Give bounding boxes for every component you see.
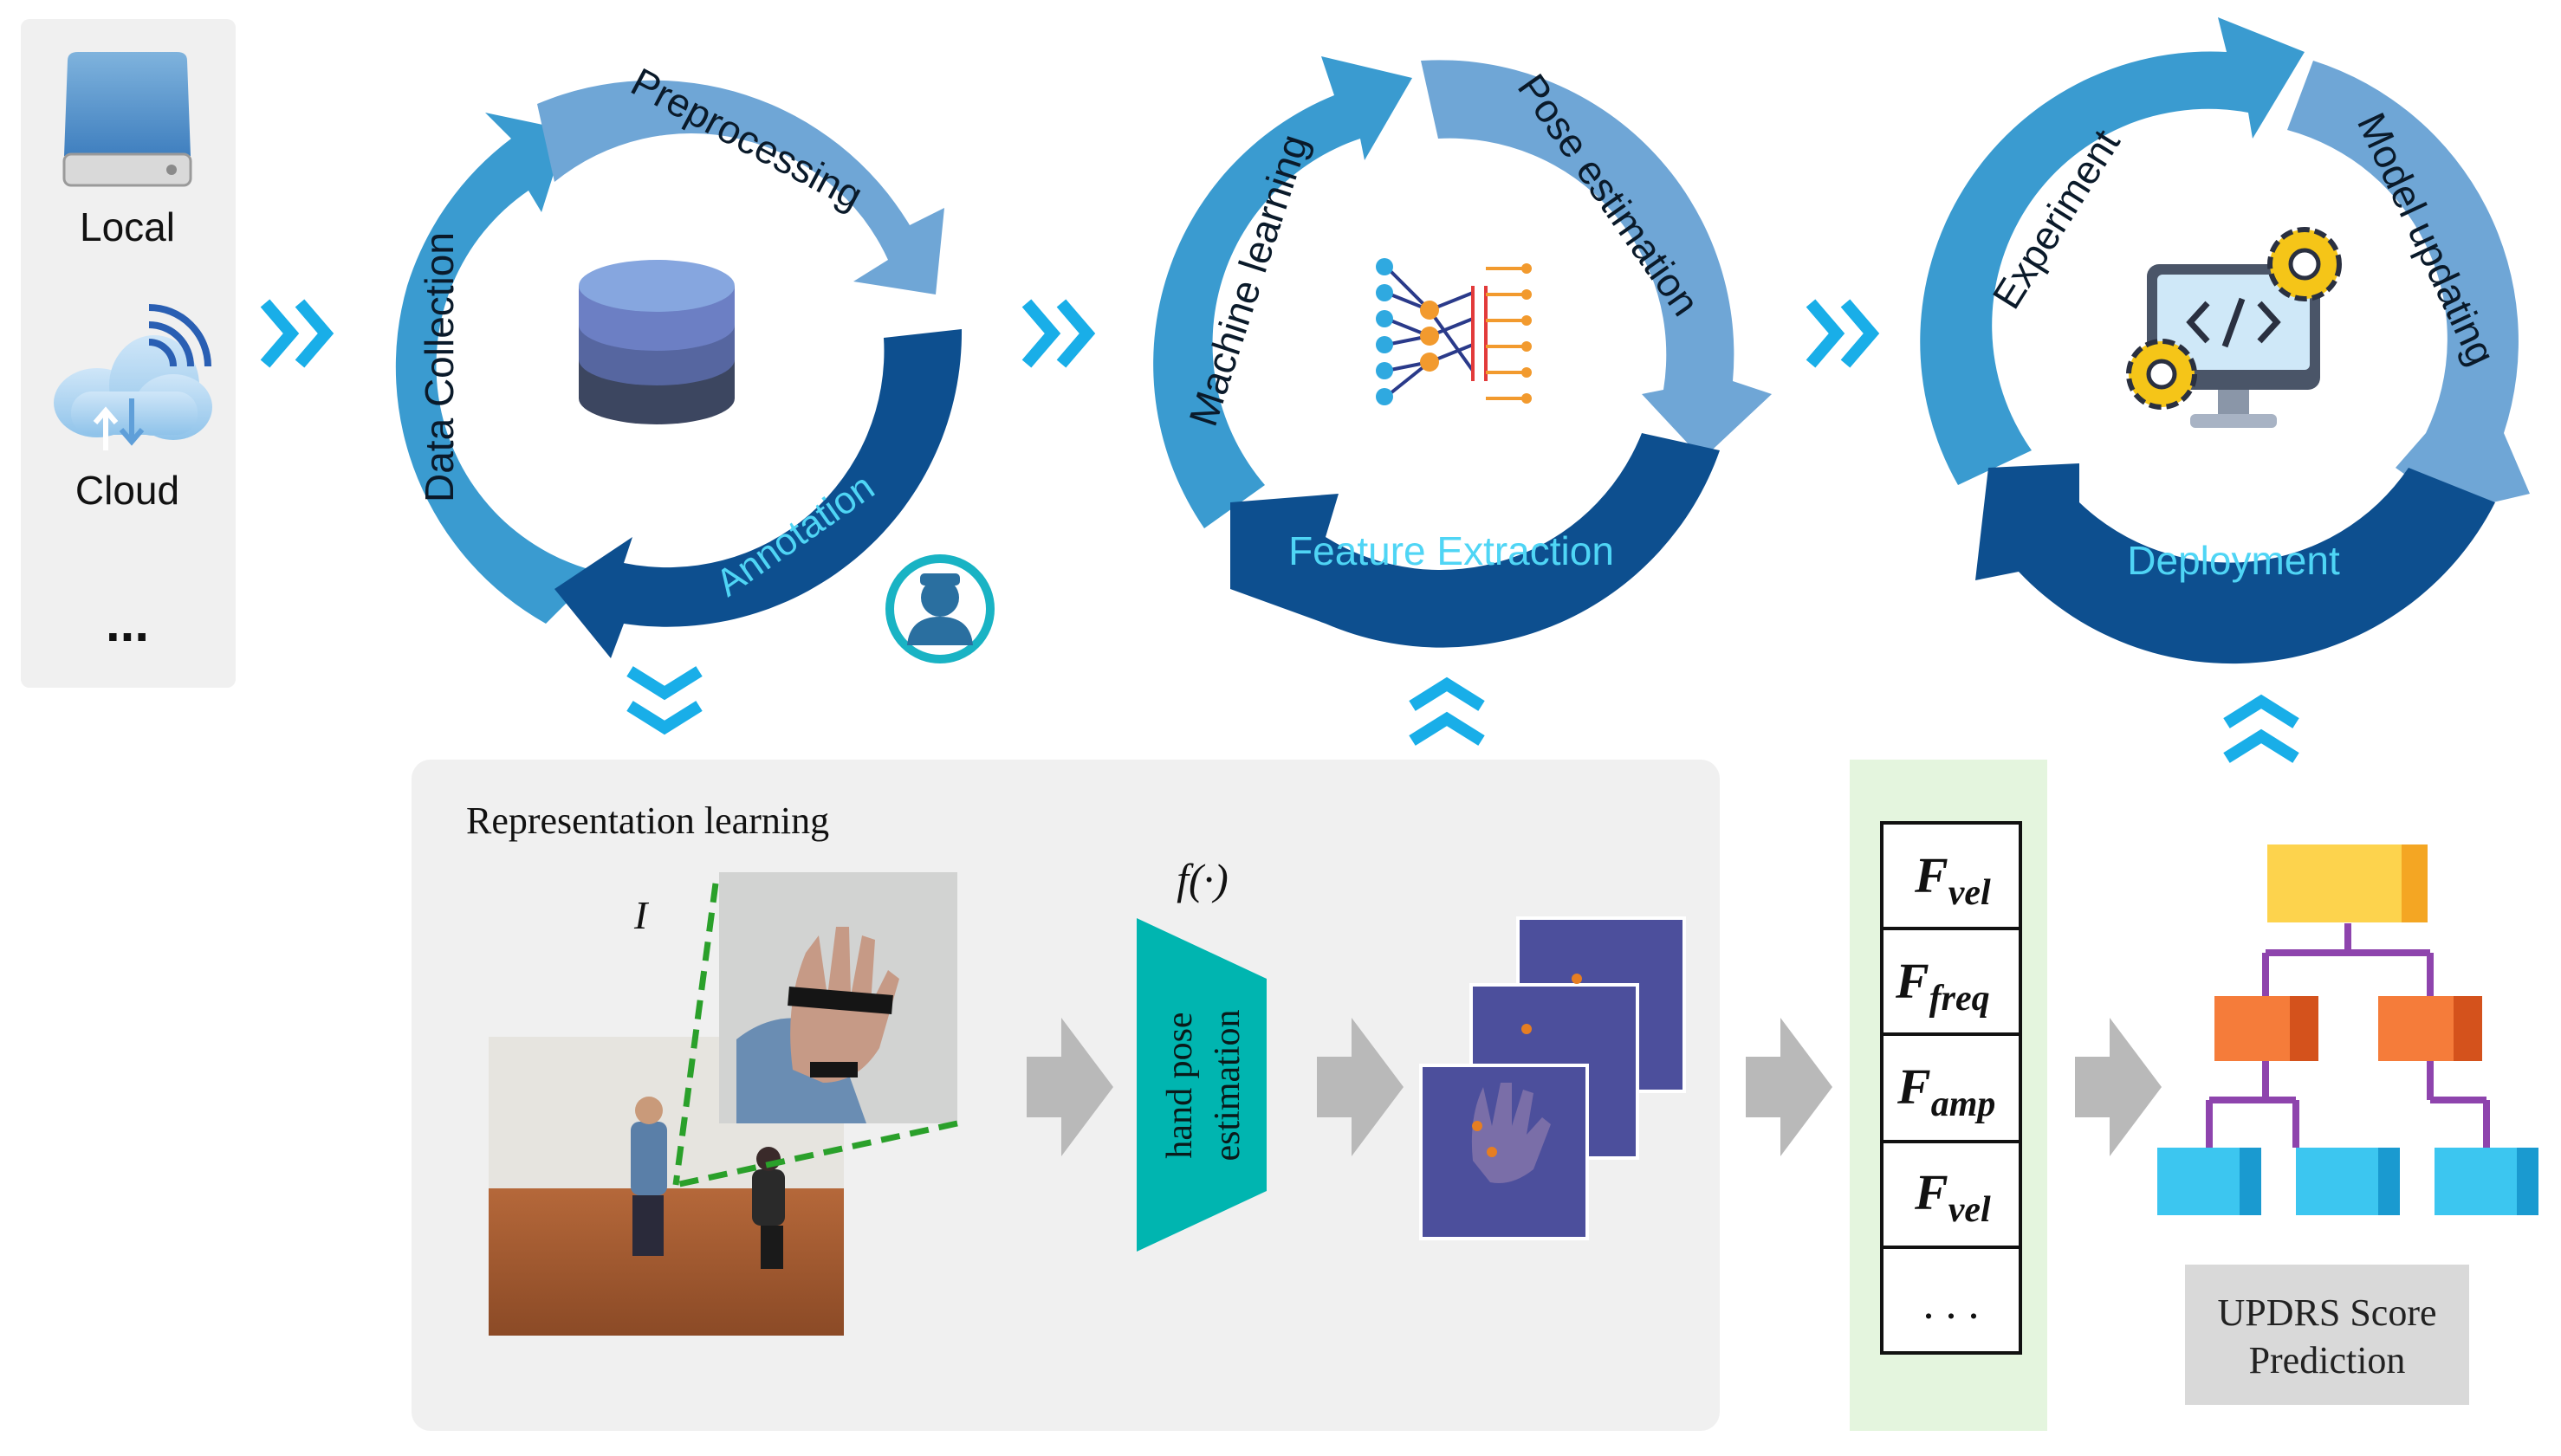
feature-item: Fvel: [1914, 847, 1991, 913]
hard-drive-icon: [62, 52, 192, 187]
feature-extraction-arc: [1230, 433, 1720, 648]
more-sources-ellipsis: ...: [106, 594, 149, 652]
representation-title: Representation learning: [466, 799, 829, 842]
gear-icon: [2267, 227, 2342, 301]
cycle-segment-feature-extraction: Feature Extraction: [1288, 528, 1614, 573]
chevron-up-icon: [1409, 676, 1485, 746]
experiment-arc: [1920, 17, 2305, 485]
hand-crop-photo: [719, 872, 957, 1123]
cycle-model-stage: Machine learning Pose estimation Feature…: [1153, 56, 1772, 648]
pose-output-frames: [1419, 916, 1686, 1240]
cycle-data-stage: Data Collection Preprocessing Annotation: [395, 59, 995, 663]
feature-item: Fvel: [1914, 1164, 1991, 1230]
output-label-box: UPDRS Score Prediction: [2185, 1265, 2469, 1405]
cycle-segment-data-collection: Data Collection: [417, 232, 462, 502]
feature-ellipsis: . . .: [1923, 1279, 1980, 1329]
model-label-line2: estimation: [1208, 1010, 1248, 1162]
cycle-deployment-stage: Experiment Model updating Deployment: [1920, 17, 2530, 664]
model-updating-arc: [2287, 61, 2530, 511]
preprocessing-arc: [537, 80, 944, 294]
database-icon: [579, 260, 735, 424]
image-symbol: I: [633, 893, 650, 937]
hand-pose-model: f(·) hand pose estimation: [1137, 855, 1267, 1252]
output-label-line1: UPDRS Score: [2217, 1291, 2436, 1334]
annotation-arc: [554, 329, 963, 658]
output-label-line2: Prediction: [2249, 1339, 2406, 1382]
flow-arrow-icon: [2075, 1018, 2162, 1156]
data-sources-panel: Local Cloud ...: [21, 19, 236, 688]
gear-icon: [2126, 339, 2197, 410]
cloud-label: Cloud: [75, 468, 179, 513]
local-label: Local: [80, 204, 175, 249]
chevron-down-icon: [626, 666, 703, 735]
function-label: f(·): [1177, 855, 1229, 903]
decision-tree-icon: [2157, 844, 2538, 1215]
pose-estimation-arc: [1421, 60, 1772, 459]
cloud-icon: [54, 304, 212, 450]
data-collection-arc: [395, 113, 598, 624]
flow-arrow-icon: [1746, 1018, 1832, 1156]
chevron-right-icon: [1806, 299, 1880, 368]
feature-panel: Fvel Ffreq Famp Fvel . . .: [1850, 760, 2047, 1431]
flow-arrow-icon: [1027, 1018, 1113, 1156]
feature-item: Ffreq: [1895, 953, 1990, 1019]
model-label-line1: hand pose: [1160, 1012, 1200, 1158]
machine-learning-arc: [1153, 56, 1412, 528]
doctor-icon: [885, 554, 995, 663]
deployment-arc: [1975, 463, 2495, 664]
cycle-segment-preprocessing: Preprocessing: [624, 59, 870, 218]
zoom-indicator: [672, 883, 958, 1188]
chevron-right-icon: [260, 299, 334, 368]
chevron-right-icon: [1021, 299, 1096, 368]
neural-network-icon: [1376, 258, 1532, 405]
feature-item: Famp: [1896, 1058, 1995, 1124]
cycle-segment-deployment: Deployment: [2127, 538, 2340, 583]
flow-arrow-icon: [1317, 1018, 1404, 1156]
chevron-up-icon: [2223, 694, 2299, 763]
